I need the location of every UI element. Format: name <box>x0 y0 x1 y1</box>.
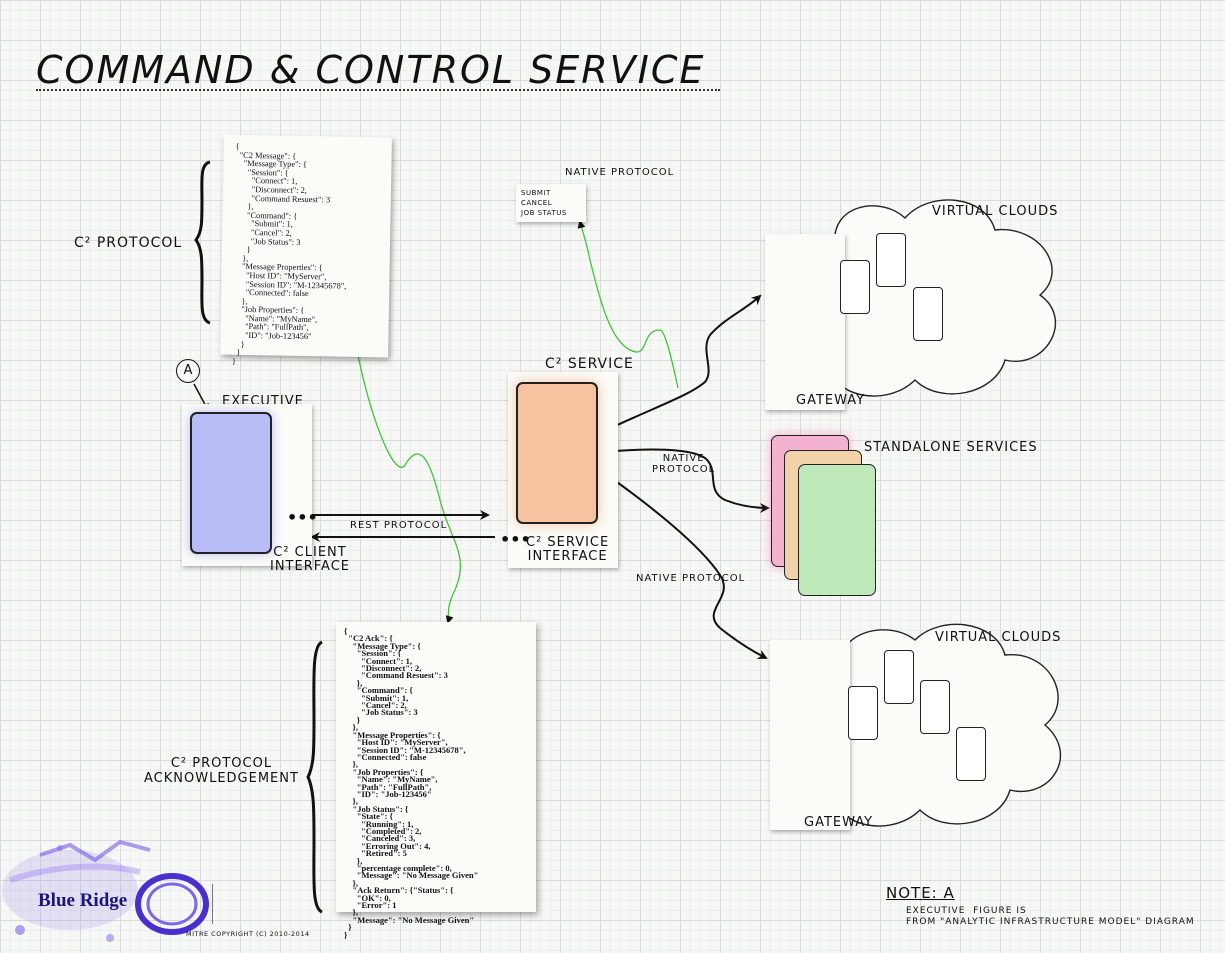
standalone-service-3 <box>798 464 876 596</box>
native-protocol-top-label: NATIVE PROTOCOL <box>565 167 675 178</box>
gateway-bottom-panel <box>770 640 850 830</box>
blue-ridge-logo <box>2 839 209 942</box>
gateway-bottom-label: GATEWAY <box>804 815 874 830</box>
cloud-bottom-vm-3 <box>920 680 950 734</box>
brace-ack <box>306 640 323 914</box>
note-text: EXECUTIVE FIGURE IS FROM "ANALYTIC INFRA… <box>906 906 1195 927</box>
c2-protocol-label: C² PROTOCOL <box>74 235 183 251</box>
native-protocol-mid-label: NATIVE PROTOCOL <box>652 453 716 475</box>
gateway-top-label: GATEWAY <box>796 393 866 408</box>
rest-protocol-label: REST PROTOCOL <box>350 520 448 531</box>
virtual-clouds-top-label: VIRTUAL CLOUDS <box>932 204 1059 219</box>
logo-divider <box>212 884 213 924</box>
c2-service-box <box>516 382 598 524</box>
c2-ack-label: C² PROTOCOL ACKNOWLEDGEMENT <box>144 756 299 786</box>
cloud-top-vm-2 <box>876 233 906 287</box>
marker-a: A <box>176 359 200 383</box>
cloud-top-vm-1 <box>840 260 870 314</box>
cloud-bottom-vm-2 <box>884 650 914 704</box>
note-title: NOTE: A <box>886 884 955 902</box>
submit-note: SUBMIT CANCEL JOB STATUS <box>516 184 586 222</box>
brace-protocol <box>194 160 211 325</box>
gateway-top-panel <box>765 234 845 410</box>
protocol-message-json: { "C2 Message": { "Message Type": { "Ses… <box>231 141 347 366</box>
ack-message-json: { "C2 Ack": { "Message Type": { "Session… <box>344 626 479 940</box>
cloud-bottom-vm-4 <box>956 727 986 781</box>
service-interface-dots: ••• <box>500 530 531 549</box>
ack-message-document: { "C2 Ack": { "Message Type": { "Session… <box>336 622 536 939</box>
arrow-service-cloud-top <box>592 294 762 440</box>
logo-text: Blue Ridge <box>38 890 128 911</box>
marker-a-label: A <box>183 363 193 378</box>
client-interface-dots: ••• <box>287 508 318 527</box>
cloud-bottom-vm-1 <box>848 686 878 740</box>
copyright-text: MITRE COPYRIGHT (C) 2010-2014 <box>186 930 310 938</box>
title-underline <box>36 89 720 91</box>
submit-list: SUBMIT CANCEL JOB STATUS <box>521 189 567 217</box>
native-protocol-low-label: NATIVE PROTOCOL <box>636 573 746 584</box>
arrow-service-cloud-bottom <box>590 461 768 659</box>
protocol-message-document: { "C2 Message": { "Message Type": { "Ses… <box>220 134 392 366</box>
c2-service-label: C² SERVICE <box>545 356 634 372</box>
executive-box <box>190 412 272 554</box>
standalone-services-label: STANDALONE SERVICES <box>864 440 1038 455</box>
cloud-top-vm-3 <box>913 287 943 341</box>
virtual-clouds-bottom-label: VIRTUAL CLOUDS <box>935 630 1062 645</box>
diagram-title: COMMAND & CONTROL SERVICE <box>36 48 706 92</box>
service-interface-label: C² SERVICE INTERFACE <box>526 535 610 564</box>
client-interface-label: C² CLIENT INTERFACE <box>270 545 350 574</box>
green-connector-message <box>354 339 462 624</box>
